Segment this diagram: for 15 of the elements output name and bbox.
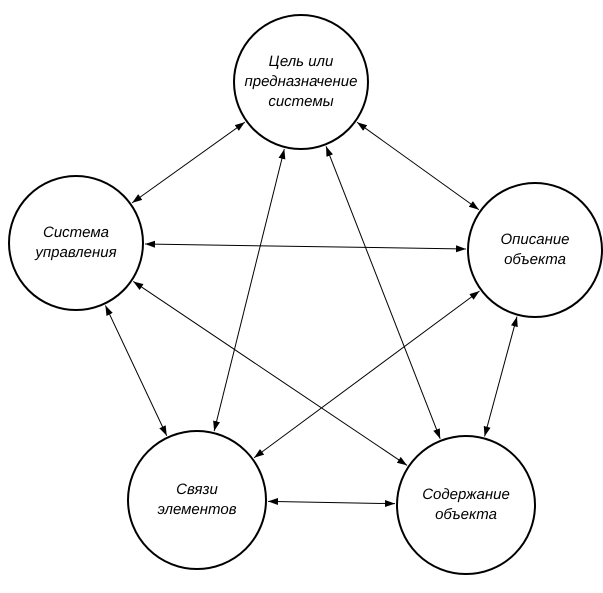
double-arrow [254, 290, 480, 458]
double-arrow [268, 498, 396, 507]
node-label: Содержание объекта [421, 485, 511, 525]
double-arrow [326, 146, 441, 440]
double-arrow [213, 148, 286, 432]
double-arrow [144, 240, 466, 252]
double-arrow [132, 280, 408, 466]
double-arrow [132, 122, 246, 204]
node-label: Цель или предназначение системы [244, 52, 358, 112]
node-label: Связи элементов [156, 480, 238, 520]
double-arrow [104, 304, 168, 436]
double-arrow [484, 316, 518, 437]
node-label: Система управления [34, 223, 118, 263]
node-label: Описание объекта [499, 230, 571, 270]
double-arrow [356, 122, 480, 210]
